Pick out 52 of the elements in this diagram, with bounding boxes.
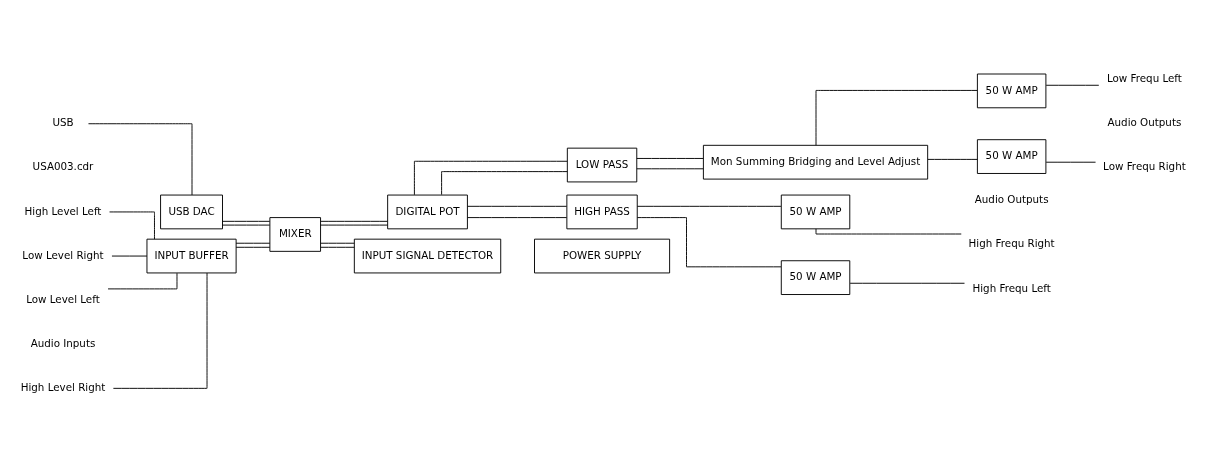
label: Audio Inputs [30,336,96,349]
node-text: Low Level Left [26,292,100,305]
connector [927,158,978,160]
connector [235,242,271,244]
connector [320,220,388,222]
node-box: LOW PASS [566,147,638,182]
connector [413,160,568,195]
node-text: High Level Left [24,204,102,217]
connector [320,224,388,226]
connector [222,224,271,226]
node-box: HIGH PASS [566,194,638,229]
connector [636,167,704,169]
connector [88,122,193,195]
node-text: High Level Right [20,380,106,393]
connector [467,205,568,207]
connector [636,216,782,267]
connector [222,220,271,222]
connector [815,227,962,234]
connector [109,211,155,240]
connector [636,157,704,159]
node-box: 50 W AMP [976,138,1047,174]
label: Audio Outputs [974,192,1049,205]
node-text: Low Frequ Right [1103,159,1186,172]
connector [1045,161,1097,163]
connector [111,255,148,257]
node-text: Low Frequ Left [1106,71,1182,84]
node-box: INPUT BUFFER [146,238,237,273]
connector [441,170,568,195]
connector [320,242,355,244]
node-box: 50 W AMP [780,259,851,295]
node-text: Low Level Right [22,248,104,261]
node-box: 50 W AMP [780,194,851,229]
connector [1045,84,1100,86]
node-box: 50 W AMP [976,73,1047,108]
node-box: POWER SUPPLY [534,238,671,273]
node-box: Mon Summing Bridging and Level Adjust [702,144,929,180]
connector [636,205,782,207]
connector [235,246,271,248]
label: Audio Outputs [1107,115,1182,128]
node-text: High Frequ Right [968,236,1055,249]
connector [112,272,208,389]
connector [320,246,355,248]
connector [467,216,568,218]
connector [815,89,978,146]
node-box: DIGITAL POT [387,194,468,229]
node-text: USB [52,115,74,128]
node-box: INPUT SIGNAL DETECTOR [353,238,502,273]
node-box: MIXER [269,216,322,252]
label: USA003.cdr [32,159,94,172]
node-box: USB DAC [160,194,223,229]
connector [849,282,965,284]
node-text: High Frequ Left [972,281,1051,294]
